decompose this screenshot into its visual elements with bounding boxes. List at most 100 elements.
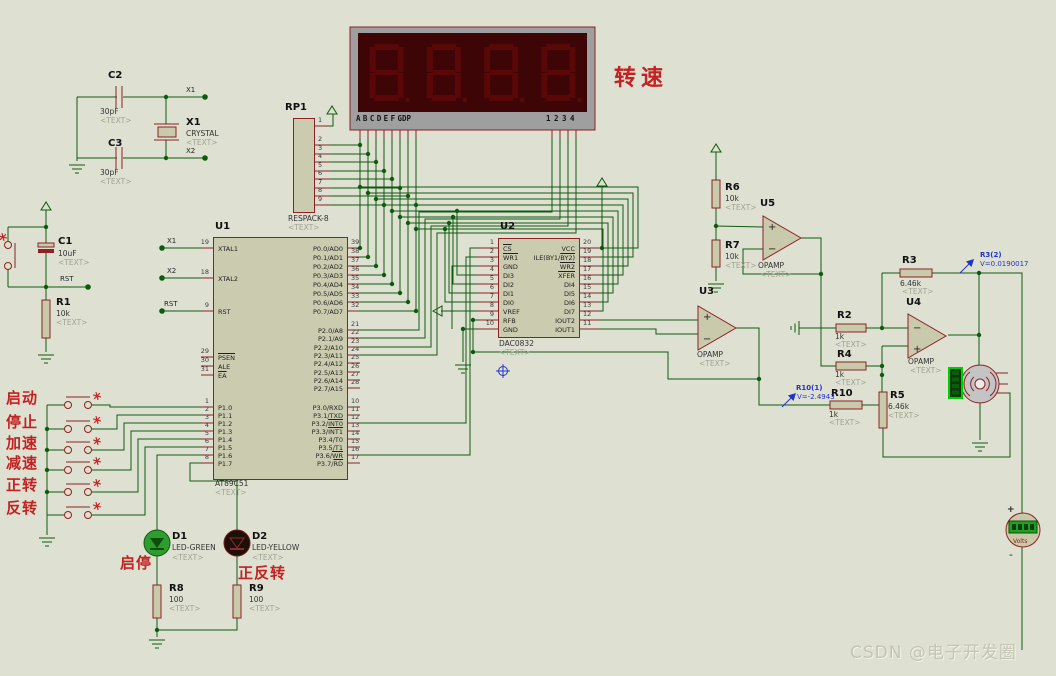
probe-r10-arrow[interactable]	[781, 393, 796, 408]
u1-pin-38-number: 38	[351, 247, 360, 255]
u2-ref: U2	[500, 221, 516, 232]
u2-pin-1-number: 1	[489, 238, 494, 246]
u1-pin-23-number: 23	[351, 337, 360, 345]
r2-resistor[interactable]	[835, 323, 867, 333]
u1-pin-32-name: P0.7/AD7	[312, 308, 343, 316]
u1-pin-21-name: P2.0/A8	[317, 327, 343, 335]
r4-resistor[interactable]	[835, 361, 867, 371]
r7-resistor[interactable]	[711, 239, 721, 268]
u4-opamp[interactable]: −+	[907, 313, 947, 359]
r1-resistor[interactable]	[41, 299, 51, 339]
u2-pin-11-number: 11	[583, 319, 592, 327]
u2-pin-9-name: RFB	[503, 317, 516, 325]
probe-r10-name: R10(1)	[796, 384, 823, 392]
u1-pin-12-number: 12	[351, 413, 360, 421]
net-label-x1: X1	[186, 86, 196, 94]
r10-value: 1k	[829, 410, 839, 419]
u1-pin-39-name: P0.0/AD0	[312, 245, 343, 253]
u1-pin-35-number: 35	[351, 274, 360, 282]
u1-pin-18-number: 18	[200, 268, 209, 276]
rp1-ic-body[interactable]	[293, 118, 315, 213]
u2-pin-20-name: VCC	[561, 245, 575, 253]
d2-led-yellow[interactable]	[223, 529, 251, 557]
u1-pin-33-name: P0.6/AD6	[312, 299, 343, 307]
display-digit-labels: 1234	[546, 114, 579, 123]
r8-resistor[interactable]	[152, 584, 162, 619]
u2-pin-3-number: 3	[489, 256, 494, 264]
encoder-display	[948, 367, 963, 399]
reset-button[interactable]	[4, 241, 16, 270]
r6-ref: R6	[725, 182, 740, 193]
u1-pin-16-number: 16	[351, 445, 360, 453]
motor[interactable]	[960, 364, 1000, 404]
u1-pin-26-number: 26	[351, 362, 360, 370]
u4-ref: U4	[906, 297, 922, 308]
u1-pin-7-name: P1.6	[218, 452, 233, 460]
rp1-pin-8-number: 8	[318, 186, 323, 194]
r4-value: 1k	[835, 370, 845, 379]
u1-pin-3-name: P1.2	[218, 420, 233, 428]
r7-value: 10k	[725, 252, 739, 261]
u1-pin-3-number: 3	[204, 413, 209, 421]
probe-r3-arrow[interactable]	[959, 259, 974, 274]
button-4[interactable]	[64, 483, 92, 496]
rp1-pin-5-number: 5	[318, 161, 323, 169]
u5-text: <TEXT>	[760, 270, 792, 279]
r6-resistor[interactable]	[711, 179, 721, 209]
button-0[interactable]	[64, 396, 92, 409]
svg-text:−: −	[703, 334, 711, 345]
probe-r3-name: R3(2)	[980, 251, 1002, 259]
r5-resistor[interactable]	[878, 391, 888, 429]
button-hit-5[interactable]	[62, 504, 106, 524]
button-3[interactable]	[64, 461, 92, 474]
x1-text: <TEXT>	[186, 138, 218, 147]
u1-part: AT89C51	[215, 479, 249, 488]
u1-pin-13-number: 13	[351, 421, 360, 429]
c1-capacitor[interactable]	[37, 242, 55, 253]
voltmeter[interactable]: Volts+-	[1005, 505, 1041, 561]
button-hit-2[interactable]	[62, 439, 106, 459]
r10-resistor[interactable]	[829, 400, 863, 410]
voltmeter-label: Volts	[1013, 538, 1027, 545]
r9-text: <TEXT>	[249, 604, 281, 613]
u3-opamp[interactable]: +−	[697, 305, 737, 351]
u1-pin-12-name: P3.2/INT0	[311, 420, 343, 428]
u2-pin-19-number: 19	[583, 247, 592, 255]
r3-resistor[interactable]	[899, 268, 933, 278]
u2-pin-18-name: WR2	[559, 263, 575, 271]
u2-pin-3-name: GND	[503, 263, 518, 271]
button-1[interactable]	[64, 420, 92, 433]
r8-value: 100	[169, 595, 184, 604]
u2-pin-10-number: 10	[485, 319, 494, 327]
u1-pin-2-name: P1.1	[218, 412, 233, 420]
u1-pin-21-number: 21	[351, 320, 360, 328]
u1-pin-1-number: 1	[204, 397, 209, 405]
x1-crystal[interactable]	[154, 123, 179, 141]
u1-pin-4-name: P1.3	[218, 428, 233, 436]
u1-pin-25-name: P2.4/A12	[313, 360, 343, 368]
button-hit-3[interactable]	[62, 459, 106, 479]
u1-text: <TEXT>	[215, 488, 247, 497]
u1-pin-30-number: 30	[200, 356, 209, 364]
button-hit-0[interactable]	[62, 394, 106, 414]
c2-capacitor[interactable]	[115, 86, 123, 108]
u1-pin-10-number: 10	[351, 397, 360, 405]
r9-resistor[interactable]	[232, 584, 242, 619]
u1-pin-27-name: P2.6/A14	[313, 377, 343, 385]
button-2[interactable]	[64, 441, 92, 454]
svg-text:−: −	[913, 323, 921, 334]
u1-pin-22-number: 22	[351, 328, 360, 336]
button-hit-4[interactable]	[62, 481, 106, 501]
c2-value: 30pF	[100, 107, 119, 116]
c1-text: <TEXT>	[58, 258, 90, 267]
u2-pin-14-name: DI6	[563, 299, 575, 307]
button-5[interactable]	[64, 506, 92, 519]
c3-capacitor[interactable]	[115, 147, 123, 169]
u1-pin-37-number: 37	[351, 256, 360, 264]
button-hit-1[interactable]	[62, 418, 106, 438]
u5-opamp[interactable]: +−	[762, 215, 802, 261]
d1-led-green[interactable]	[143, 529, 171, 557]
